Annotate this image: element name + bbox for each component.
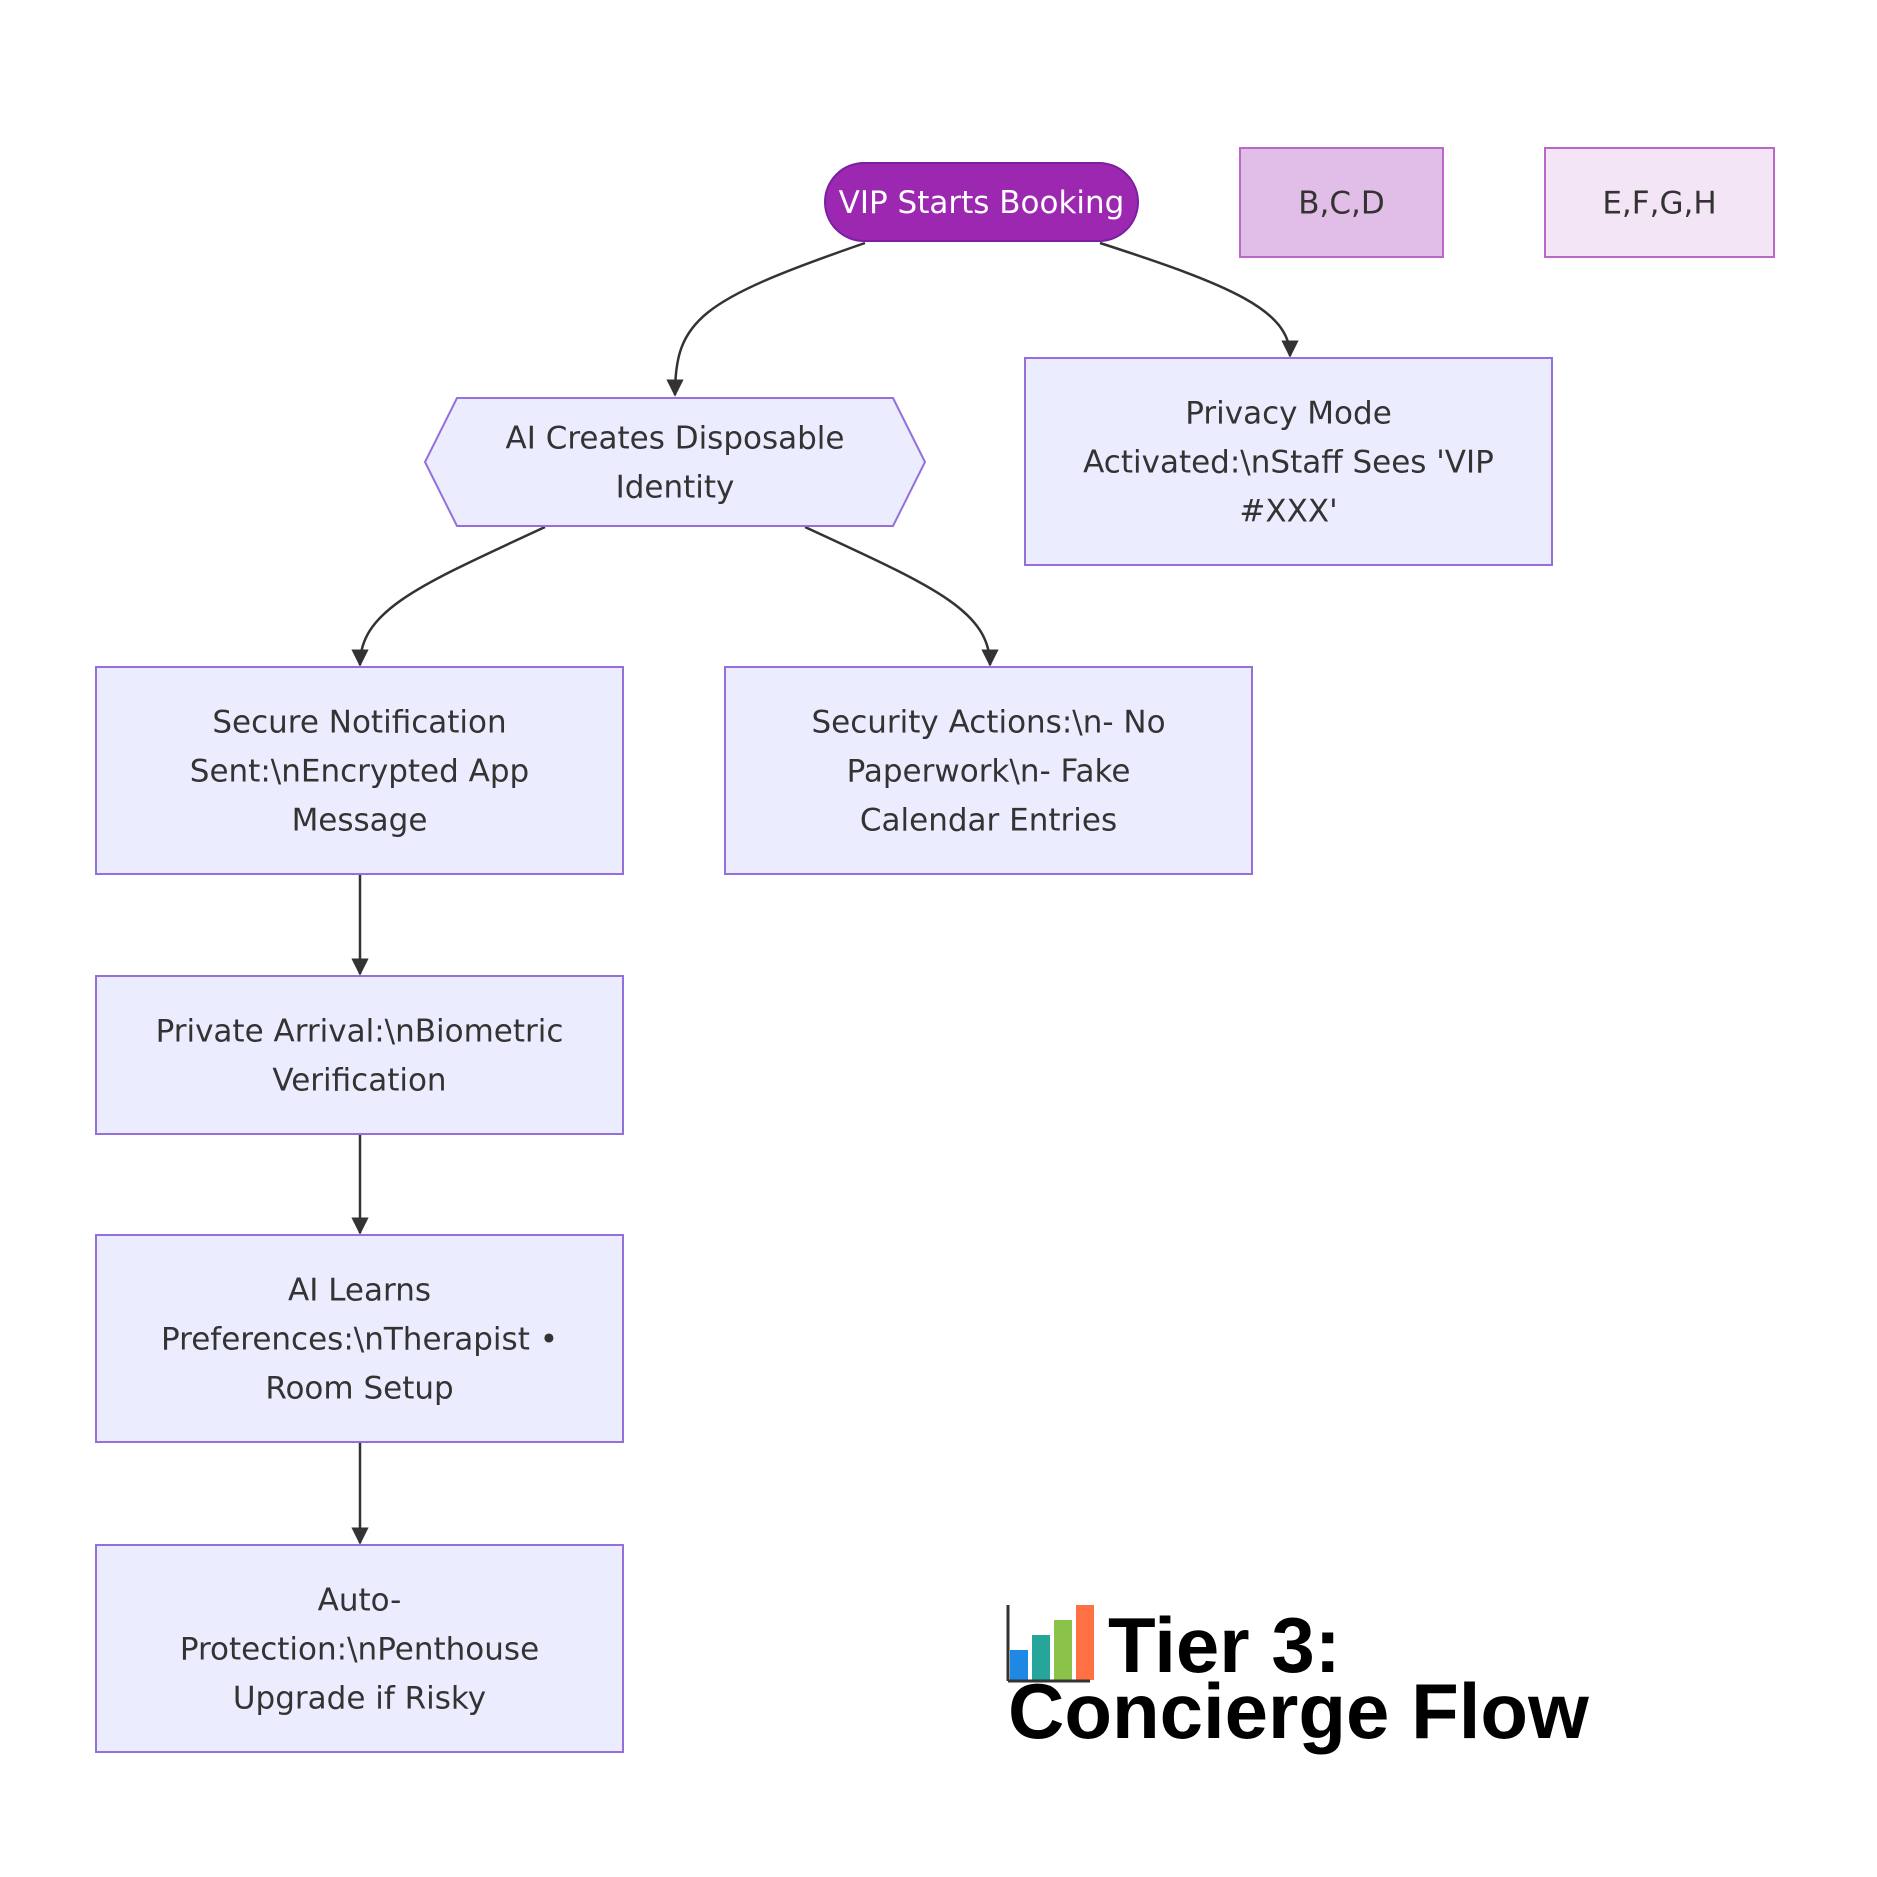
title-block: Tier 3: Concierge Flow xyxy=(1006,1601,1589,1755)
node-h-label-line-1: Auto- xyxy=(318,1583,402,1619)
node-f-shape xyxy=(95,975,624,1135)
node-f-label-line-1: Private Arrival:\nBiometric xyxy=(156,1014,564,1050)
node-e: Security Actions:\n- No Paperwork\n- Fake… xyxy=(724,666,1253,875)
node-c-label-line-3: #XXX' xyxy=(1239,494,1337,530)
node-a: VIP Starts Booking xyxy=(824,162,1139,242)
edge-b-to-e xyxy=(804,525,999,667)
node-h-shape xyxy=(95,1544,624,1753)
node-l2-label-line-1: E,F,G,H xyxy=(1602,186,1716,222)
node-l2-shape xyxy=(1544,147,1775,258)
diagram-title-line-1: Tier 3: xyxy=(1108,1601,1341,1689)
node-d-label-line-1: Secure Notification xyxy=(212,705,506,741)
nodes-layer: VIP Starts Booking AI Creates DisposableI… xyxy=(95,147,1775,1753)
node-l1-label-line-1: B,C,D xyxy=(1298,186,1385,222)
node-g-label-line-2: Preferences:\nTherapist • xyxy=(161,1322,558,1358)
node-d-label-line-3: Message xyxy=(292,803,428,839)
node-f-label-line-2: Verification xyxy=(272,1063,446,1099)
bar-chart-icon xyxy=(1006,1605,1094,1683)
node-g-shape xyxy=(95,1234,624,1443)
node-c-label-line-2: Activated:\nStaff Sees 'VIP xyxy=(1083,445,1494,481)
node-d-shape xyxy=(95,666,624,875)
node-l1-shape xyxy=(1239,147,1444,258)
node-h-label-line-3: Upgrade if Risky xyxy=(233,1681,486,1717)
node-c-label-line-1: Privacy Mode xyxy=(1185,396,1392,432)
node-h-label-line-2: Protection:\nPenthouse xyxy=(180,1632,539,1668)
edge-b-to-d xyxy=(351,525,546,667)
node-l2: E,F,G,H xyxy=(1544,147,1775,258)
node-l1: B,C,D xyxy=(1239,147,1444,258)
node-b-label-line-2: Identity xyxy=(616,470,735,506)
edge-a-to-b xyxy=(666,241,866,397)
node-g-label-line-1: AI Learns xyxy=(288,1273,431,1309)
node-b-shape xyxy=(423,397,927,527)
node-a-shape xyxy=(824,162,1139,242)
node-e-label-line-3: Calendar Entries xyxy=(860,803,1117,839)
node-e-label-line-2: Paperwork\n- Fake xyxy=(847,754,1131,790)
node-c-shape xyxy=(1024,357,1553,566)
node-e-label-line-1: Security Actions:\n- No xyxy=(811,705,1165,741)
node-d-label-line-2: Sent:\nEncrypted App xyxy=(190,754,529,790)
node-a-label-line-1: VIP Starts Booking xyxy=(839,185,1125,221)
edge-a-to-c xyxy=(1099,241,1299,358)
node-e-shape xyxy=(724,666,1253,875)
edges-layer xyxy=(351,241,1299,1545)
node-g-label-line-3: Room Setup xyxy=(265,1371,453,1407)
node-b-label-line-1: AI Creates Disposable xyxy=(505,421,844,457)
diagram-title-line-2: Concierge Flow xyxy=(1008,1667,1589,1755)
